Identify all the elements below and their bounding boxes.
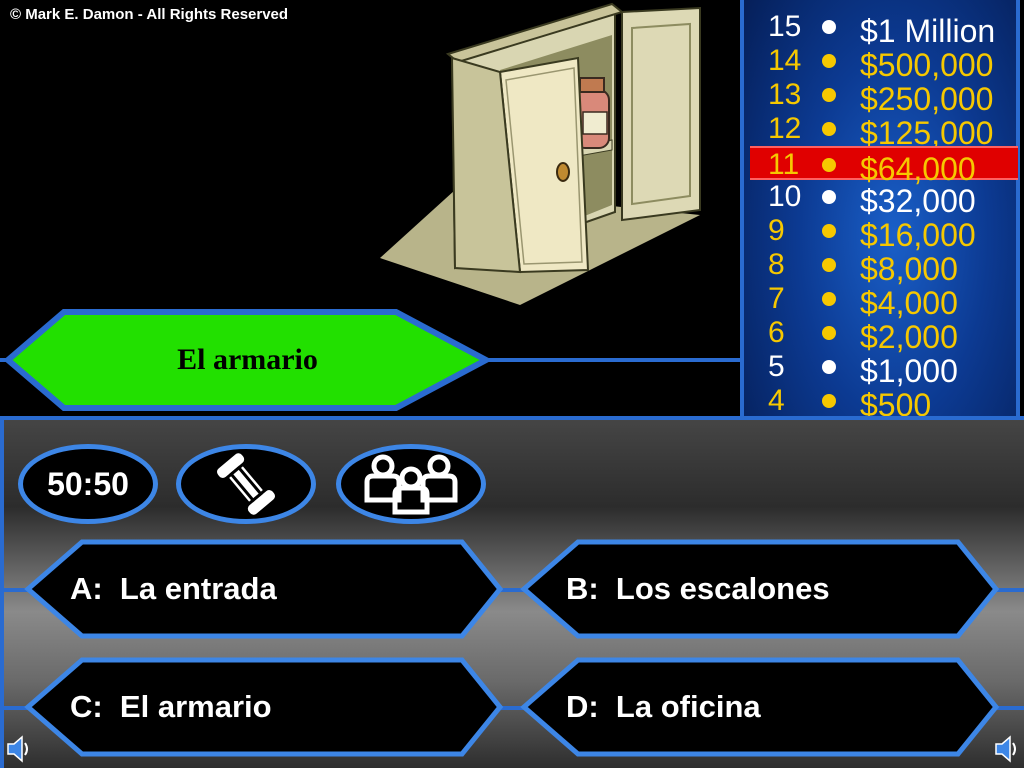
ladder-dot-icon [822,54,836,68]
ladder-amount: $1,000 [860,353,958,389]
ladder-level: 12 [768,112,802,145]
ladder-dot-icon [822,258,836,272]
ladder-level: 11 [768,148,800,181]
ladder-amount: $2,000 [860,319,958,355]
ladder-level: 15 [768,10,802,43]
ladder-row-9: 9 $16,000 [750,214,1018,252]
question-box: El armario [0,306,495,414]
speaker-left-icon[interactable] [4,734,30,764]
ladder-level: 14 [768,44,802,77]
answer-rail-bottom [0,706,1024,710]
ladder-row-15: 15 $1 Million [750,10,1018,48]
ladder-dot-icon [822,292,836,306]
answer-a-text: A: La entrada [70,571,277,606]
copyright-notice: © Mark E. Damon - All Rights Reserved [10,6,289,23]
ladder-amount: $16,000 [860,217,976,253]
ladder-level: 5 [768,350,785,383]
ladder-level: 9 [768,214,785,247]
ladder-dot-icon [822,360,836,374]
ladder-amount: $4,000 [860,285,958,321]
ladder-row-10: 10 $32,000 [750,180,1018,218]
question-text: El armario [177,343,318,376]
ladder-row-14: 14 $500,000 [750,44,1018,82]
ladder-row-6: 6 $2,000 [750,316,1018,354]
ladder-dot-icon [822,20,836,34]
fifty-fifty-label: 50:50 [47,465,129,502]
question-hexagon [3,309,493,411]
answer-b-text: B: Los escalones [566,571,830,606]
ladder-row-5: 5 $1,000 [750,350,1018,388]
ladder-level: 7 [768,282,785,315]
ladder-row-7: 7 $4,000 [750,282,1018,320]
phone-icon [214,450,278,518]
cabinet-illustration [380,2,701,305]
ladder-row-8: 8 $8,000 [750,248,1018,286]
lifeline-fifty-fifty[interactable]: 50:50 [18,444,158,524]
ladder-dot-icon [822,158,836,172]
audience-icon [364,454,458,515]
answer-c-text: C: El armario [70,689,272,724]
ladder-row-12: 12 $125,000 [750,112,1018,150]
answer-a[interactable]: A: La entrada [22,538,506,640]
ladder-level: 10 [768,180,802,213]
ladder-dot-icon [822,224,836,238]
ladder-amount: $32,000 [860,183,976,219]
ladder-row-11: 11 $64,000 [750,146,1018,186]
ladder-dot-icon [822,326,836,340]
ladder-level: 6 [768,316,785,349]
answer-d-text: D: La oficina [566,689,761,724]
ladder-row-13: 13 $250,000 [750,78,1018,116]
ladder-level: 4 [768,384,785,417]
ladder-amount: $250,000 [860,81,994,117]
ladder-level: 13 [768,78,802,111]
answer-d[interactable]: D: La oficina [518,656,1002,758]
ladder-dot-icon [822,88,836,102]
answer-b[interactable]: B: Los escalones [518,538,1002,640]
lifeline-ask-the-audience[interactable] [336,444,486,524]
ladder-amount: $500,000 [860,47,994,83]
ladder-dot-icon [822,394,836,408]
panel-left-edge [0,416,4,768]
speaker-right-icon[interactable] [992,734,1018,764]
ladder-amount: $64,000 [860,151,976,187]
ladder-dot-icon [822,122,836,136]
ladder-amount: $8,000 [860,251,958,287]
answer-rail-top [0,588,1024,592]
ladder-level: 8 [768,248,785,281]
ladder-amount: $1 Million [860,13,996,49]
answer-c[interactable]: C: El armario [22,656,506,758]
lifeline-phone-a-friend[interactable] [176,444,316,524]
ladder-row-4: 4$500 [750,384,1018,422]
ladder-amount: $125,000 [860,115,994,151]
ladder-dot-icon [822,190,836,204]
